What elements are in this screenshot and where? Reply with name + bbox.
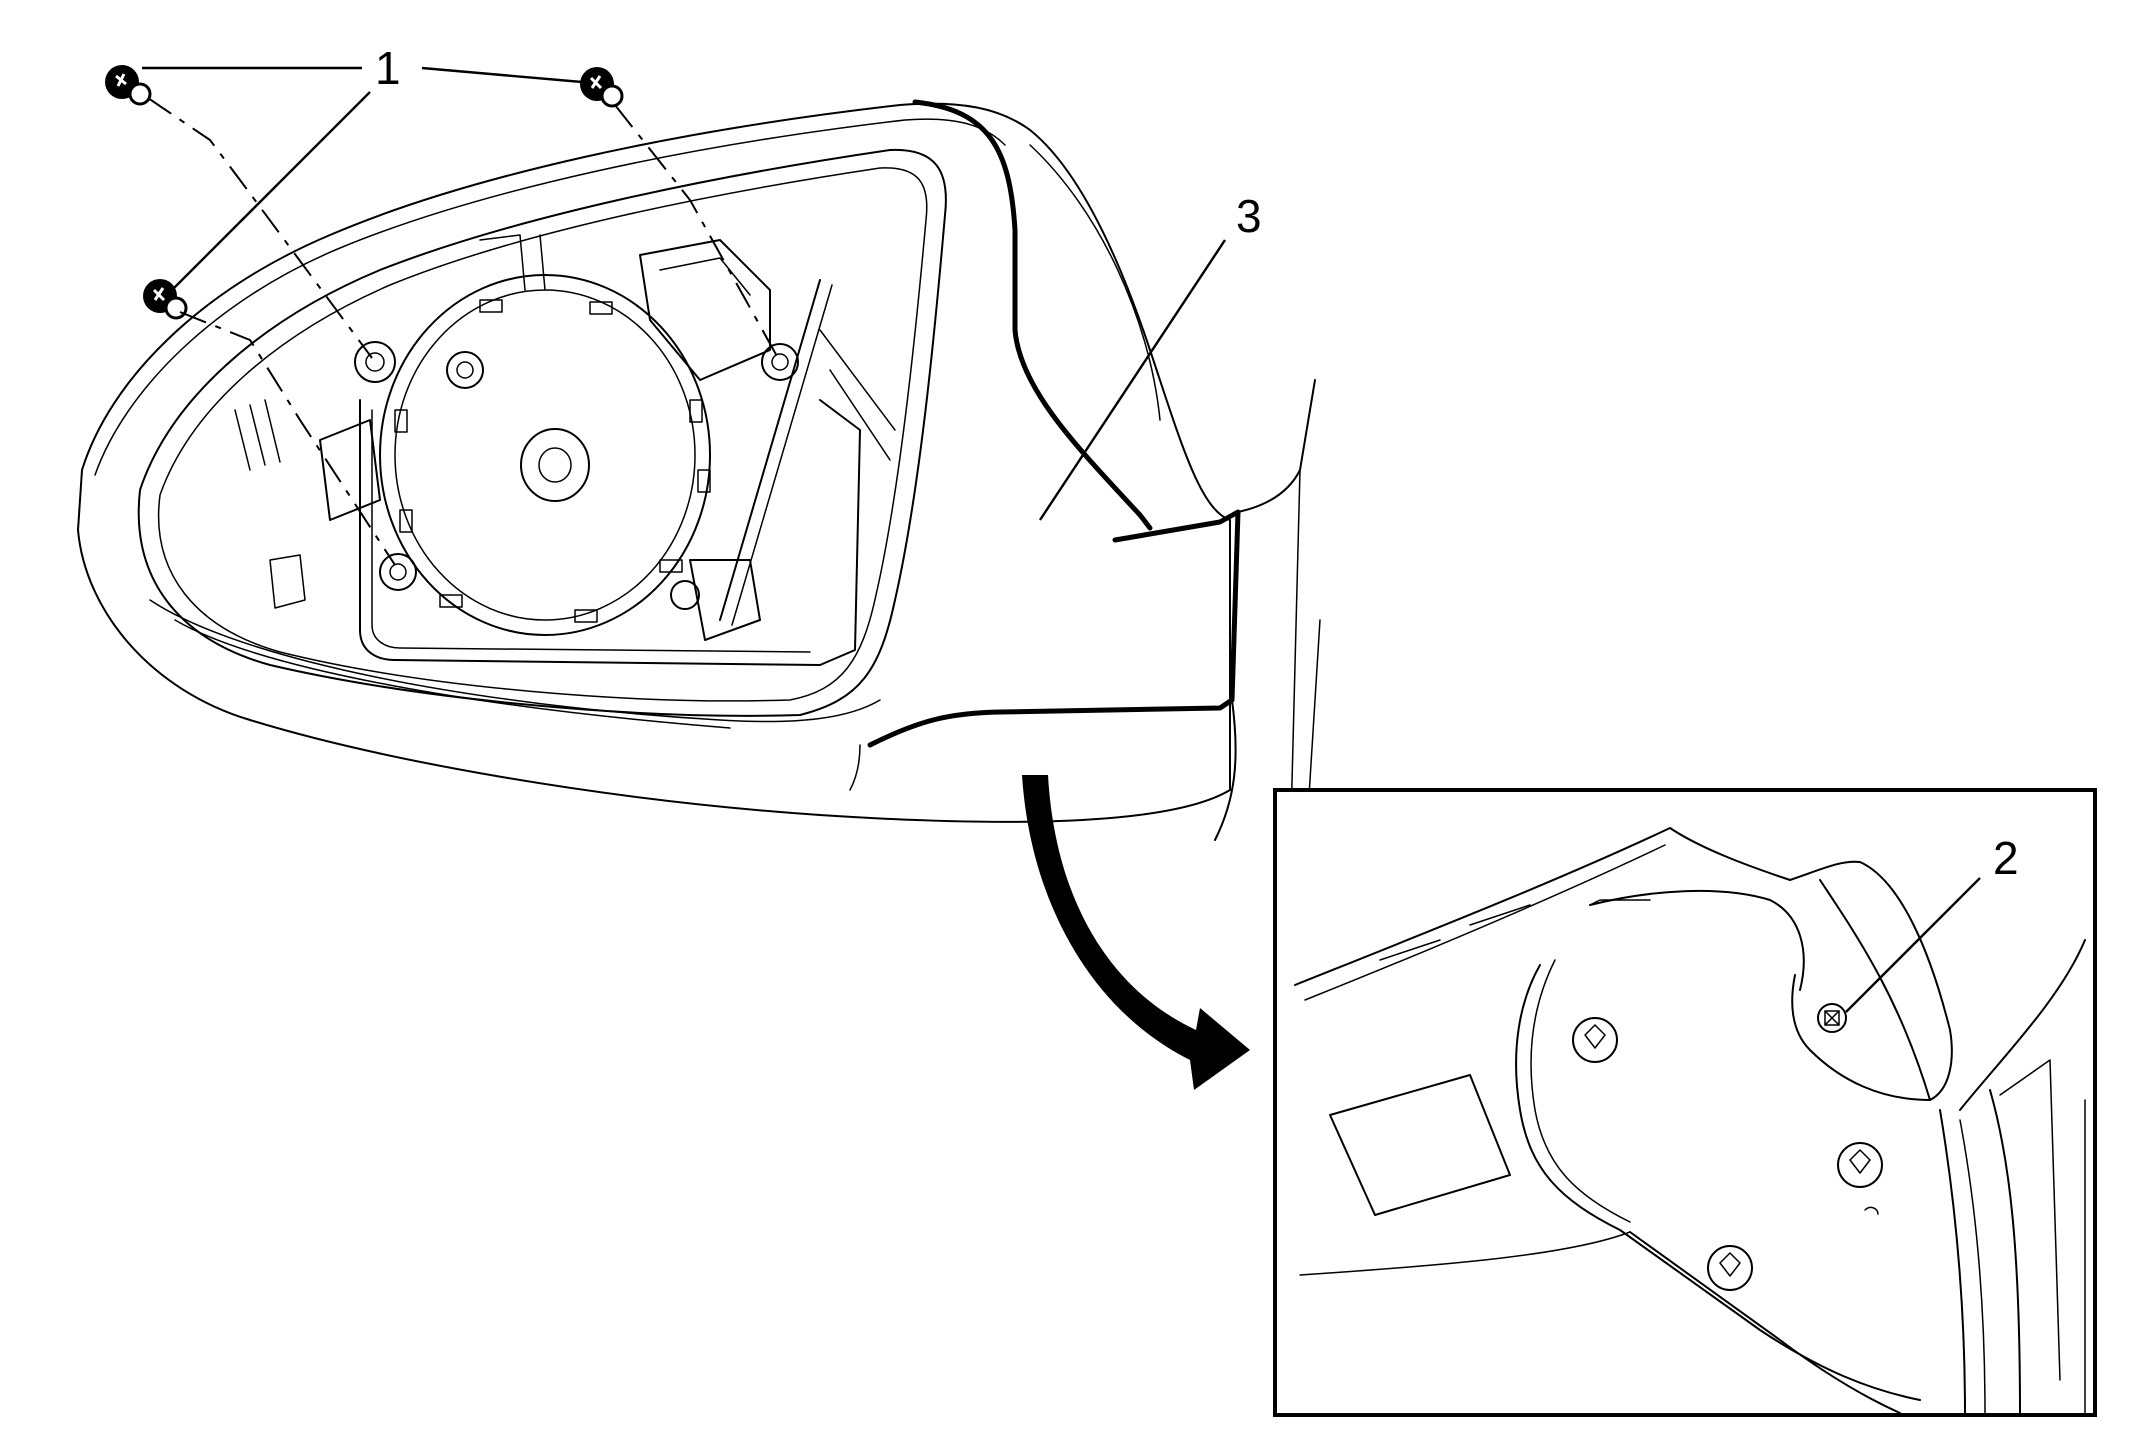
detail-inset (1273, 788, 2097, 1417)
screw-icon (143, 279, 188, 320)
inset-frame (1273, 788, 2097, 1417)
install-path-lines (147, 97, 779, 566)
mirror-arm-housing (849, 99, 1321, 861)
callout-3-leader (1038, 239, 1227, 521)
screw-icon (580, 67, 624, 108)
callout-2-leader (1845, 877, 1981, 1013)
mirror-actuator (234, 234, 896, 666)
screw-icon (105, 65, 152, 106)
callout-2-label: 2 (1993, 832, 2019, 884)
callout-1-leaders (142, 66, 583, 293)
callout-3-label: 3 (1236, 190, 1262, 242)
curved-arrow-icon (1022, 775, 1250, 1090)
callout-1-label: 1 (375, 42, 401, 94)
mirror-housing (77, 102, 1231, 823)
